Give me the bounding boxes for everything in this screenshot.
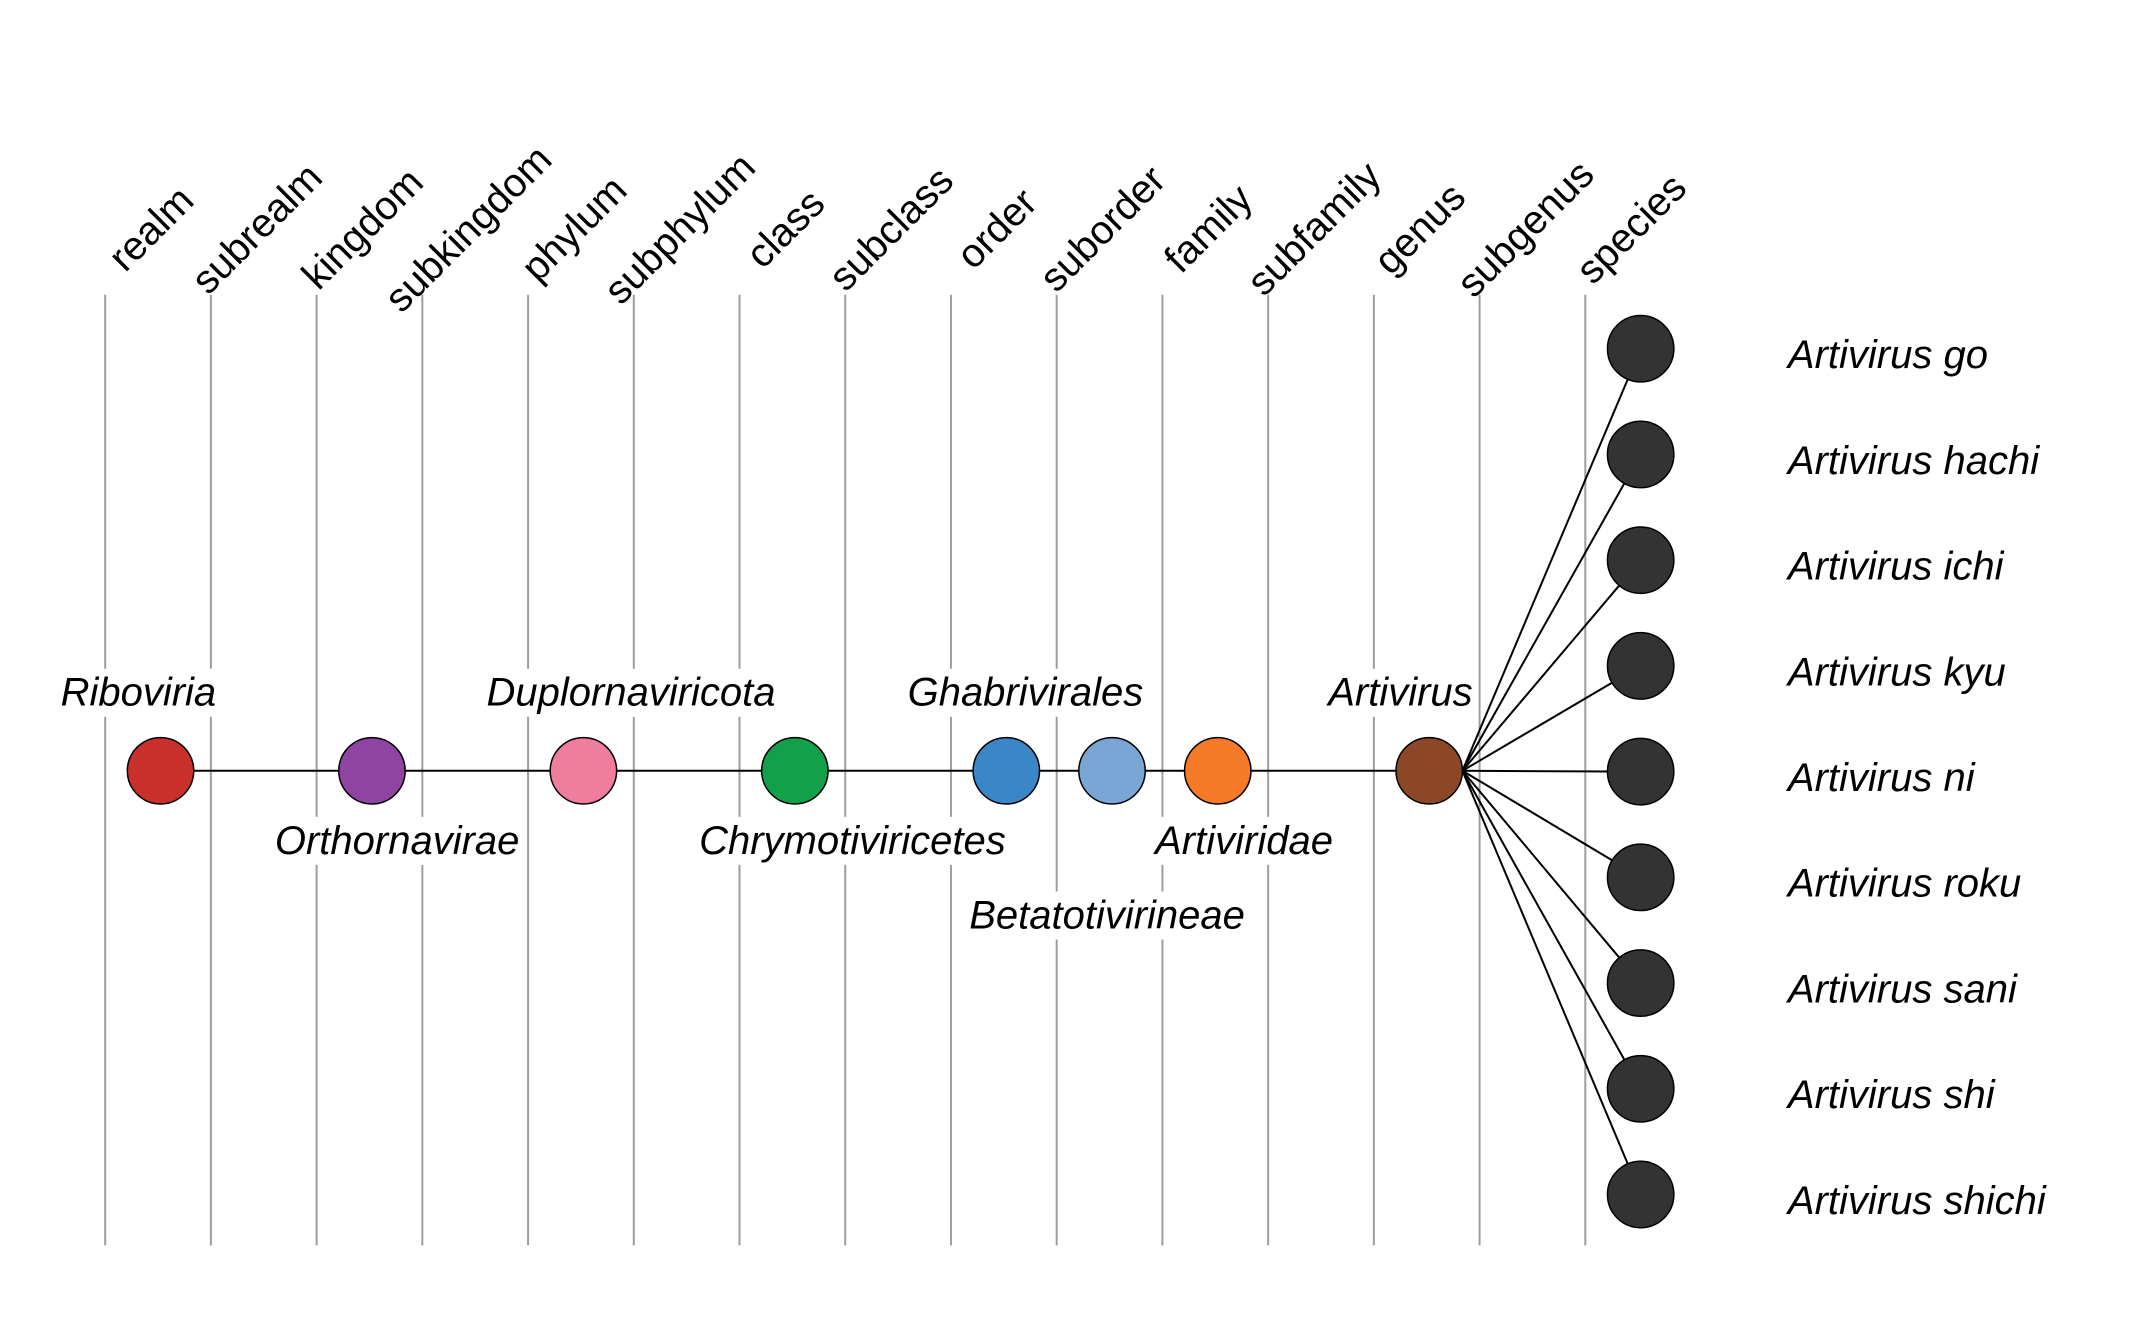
species-label-Artivirus-roku: Artivirus roku xyxy=(1786,862,2021,906)
rank-label-suborder: suborder xyxy=(1031,157,1174,300)
taxon-label-Artiviridae: Artiviridae xyxy=(1153,819,1333,863)
label-bg xyxy=(695,816,1010,865)
species-label-Artivirus-sani: Artivirus sani xyxy=(1786,967,2018,1011)
edge-genus-Artivirus-roku xyxy=(1461,769,1642,879)
edge-genus-Artivirus-go xyxy=(1461,348,1642,772)
edge-genus-Artivirus-shichi xyxy=(1461,770,1642,1195)
taxon-label-backgrounds xyxy=(56,668,1477,940)
label-bg xyxy=(1149,816,1337,865)
taxon-label-Betatotivirineae: Betatotivirineae xyxy=(969,894,1245,938)
edge-genus-Artivirus-shi xyxy=(1461,770,1642,1090)
species-node-Artivirus-shi xyxy=(1606,1054,1675,1123)
rank-labels: realmsubrealmkingdomsubkingdomphylumsubp… xyxy=(100,137,1695,321)
species-node-Artivirus-go xyxy=(1606,314,1675,383)
taxon-label-Chrymotiviricetes: Chrymotiviricetes xyxy=(699,819,1006,863)
taxon-label-Ghabrivirales: Ghabrivirales xyxy=(908,671,1144,715)
taxon-label-Artivirus: Artivirus xyxy=(1326,671,1472,715)
label-bg xyxy=(903,668,1148,717)
label-bg xyxy=(965,891,1249,940)
node-Artiviridae xyxy=(1183,736,1252,805)
rank-label-subgenus: subgenus xyxy=(1449,152,1603,306)
node-Artivirus xyxy=(1395,736,1464,805)
species-label-Artivirus-hachi: Artivirus hachi xyxy=(1786,439,2040,483)
species-label-Artivirus-shichi: Artivirus shichi xyxy=(1786,1179,2047,1223)
rank-label-subphylum: subphylum xyxy=(596,145,764,313)
species-node-Artivirus-hachi xyxy=(1606,420,1675,489)
species-node-Artivirus-shichi xyxy=(1606,1160,1675,1229)
edge-genus-Artivirus-ichi xyxy=(1461,559,1642,772)
species-label-Artivirus-shi: Artivirus shi xyxy=(1786,1073,1996,1117)
species-label-Artivirus-ni: Artivirus ni xyxy=(1786,756,1976,800)
species-node-Artivirus-ni xyxy=(1606,737,1675,806)
label-bg xyxy=(482,668,780,717)
rank-label-subfamily: subfamily xyxy=(1239,154,1390,305)
taxon-nodes xyxy=(126,314,1675,1229)
rank-label-order: order xyxy=(949,180,1046,277)
node-Duplornaviricota xyxy=(549,736,618,805)
species-node-Artivirus-sani xyxy=(1606,949,1675,1018)
species-label-Artivirus-ichi: Artivirus ichi xyxy=(1786,545,2005,589)
label-bg xyxy=(1322,668,1477,717)
label-bg xyxy=(56,668,221,717)
tree-edges xyxy=(160,348,1642,1195)
rank-label-subclass: subclass xyxy=(821,158,962,299)
rank-label-realm: realm xyxy=(100,178,202,280)
node-Chrymotiviricetes xyxy=(760,736,829,805)
species-label-Artivirus-go: Artivirus go xyxy=(1786,333,1988,377)
species-node-Artivirus-roku xyxy=(1606,843,1675,912)
edge-genus-Artivirus-kyu xyxy=(1461,665,1642,772)
node-Ghabrivirales xyxy=(972,736,1041,805)
species-node-Artivirus-ichi xyxy=(1606,526,1675,595)
species-node-Artivirus-kyu xyxy=(1606,631,1675,700)
rank-label-class: class xyxy=(738,181,834,277)
edge-genus-Artivirus-sani xyxy=(1461,770,1642,984)
label-bg xyxy=(270,816,524,865)
taxon-label-Duplornaviricota: Duplornaviricota xyxy=(487,671,776,715)
species-label-Artivirus-kyu: Artivirus kyu xyxy=(1786,650,2006,694)
node-Orthornavirae xyxy=(338,736,406,805)
edge-genus-Artivirus-hachi xyxy=(1461,453,1642,772)
node-Betatotivirineae xyxy=(1078,736,1146,805)
node-Riboviria xyxy=(126,736,195,805)
taxon-label-Orthornavirae: Orthornavirae xyxy=(275,819,520,863)
taxon-label-Riboviria: Riboviria xyxy=(61,671,217,715)
